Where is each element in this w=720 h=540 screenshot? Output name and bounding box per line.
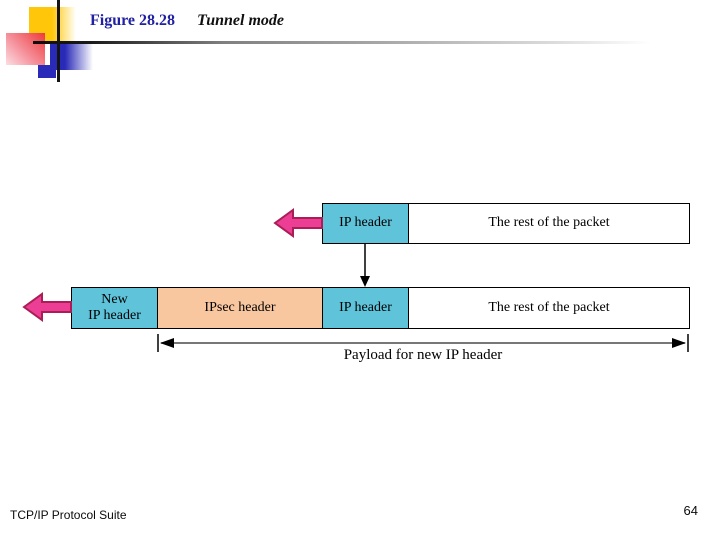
box-ipsec-header: IPsec header bbox=[157, 287, 323, 329]
decoration-blue-square-foot bbox=[38, 65, 56, 78]
figure-number: Figure 28.28 bbox=[90, 12, 176, 29]
box-label: IP header bbox=[339, 299, 392, 315]
box-bottom-ip-header: IP header bbox=[322, 287, 409, 329]
box-new-ip-header: New IP header bbox=[71, 287, 158, 329]
slide-title: Figure 28.28 Tunnel mode bbox=[90, 12, 284, 30]
figure-caption: Tunnel mode bbox=[197, 12, 284, 29]
box-label-line1: New bbox=[101, 291, 128, 307]
decoration-vertical-line bbox=[57, 0, 60, 82]
payload-caption: Payload for new IP header bbox=[343, 347, 503, 363]
title-underline bbox=[33, 41, 670, 44]
box-top-ip-header: IP header bbox=[322, 203, 409, 244]
box-top-rest-of-packet: The rest of the packet bbox=[408, 203, 690, 244]
box-label: The rest of the packet bbox=[488, 215, 610, 231]
left-arrow-icon bbox=[22, 292, 72, 322]
double-headed-arrow-icon bbox=[157, 334, 689, 352]
box-label: IP header bbox=[339, 215, 392, 231]
box-label: The rest of the packet bbox=[488, 299, 610, 315]
footer-book-title: TCP/IP Protocol Suite bbox=[10, 508, 127, 522]
left-arrow-icon bbox=[273, 208, 323, 238]
box-label: IPsec header bbox=[204, 299, 276, 315]
box-bottom-rest-of-packet: The rest of the packet bbox=[408, 287, 690, 329]
box-label-line2: IP header bbox=[88, 308, 141, 323]
down-arrow-icon bbox=[360, 244, 370, 287]
decoration-red-square bbox=[6, 33, 45, 65]
page-number: 64 bbox=[683, 503, 698, 518]
